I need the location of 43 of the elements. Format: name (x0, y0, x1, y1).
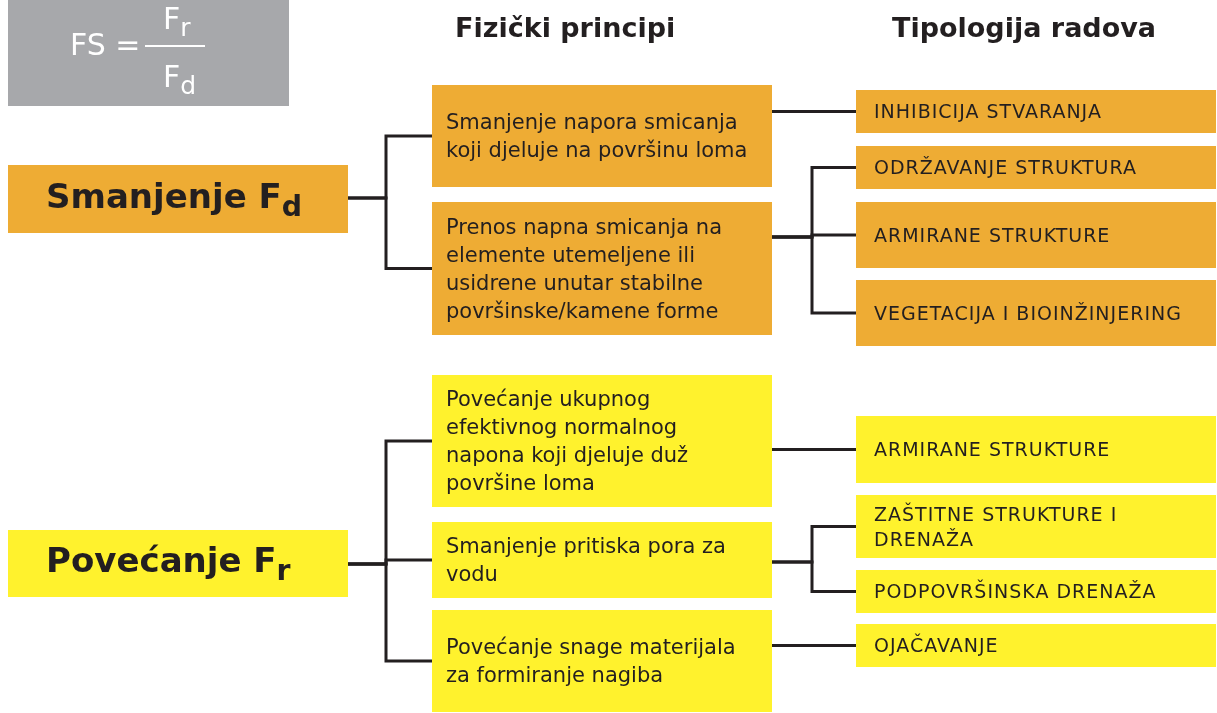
work-type-box (856, 416, 1216, 483)
connector-line (348, 562, 432, 663)
principle-box (432, 522, 772, 598)
work-type-label: INHIBICIJA STVARANJA (873, 99, 1102, 124)
connector-line (772, 560, 856, 593)
connector-line (772, 448, 856, 451)
principle-box (432, 85, 772, 187)
principle-box (432, 375, 772, 507)
work-type-box (856, 570, 1216, 613)
work-type-label: VEGETACIJA I BIOINŽINJERING (873, 300, 1182, 326)
category-label: Povećanje F$_{r}$ (45, 540, 291, 587)
principle-box (432, 202, 772, 335)
category-box (8, 530, 348, 597)
work-type-box (856, 202, 1216, 268)
work-type-label: PODPOVRŠINSKA DRENAŽA (873, 579, 1157, 604)
principle-box (432, 610, 772, 712)
principle-text: Prenos napna smicanja na elemente utemeljene ili usidrene unutar stabilne površinske/kamene forme (445, 213, 724, 325)
principle-text: Smanjenje napora smicanja koji djeluje na površinu loma (445, 109, 749, 164)
work-type-box (856, 495, 1216, 558)
connector-line (772, 235, 856, 315)
work-type-box (856, 280, 1216, 346)
principle-text: Smanjenje pritiska pora za vodu (445, 533, 727, 588)
principle-text: Povećanje ukupnog efektivnog normalnog napona koji djeluje duž površine loma (445, 386, 690, 497)
column-heading: Fizički principi (455, 12, 676, 43)
formula-text: F$_{d}$ (163, 62, 197, 98)
principle-text: Povećanje snage materijala za formiranje nagiba (445, 634, 737, 689)
work-type-label: ARMIRANE STRUKTURE (873, 437, 1111, 462)
work-type-label: ODRŽAVANJE STRUKTURA (873, 155, 1137, 180)
work-type-box (856, 90, 1216, 133)
category-box (8, 165, 348, 233)
work-type-label: ZAŠTITNE STRUKTURE I DRENAŽA (873, 501, 1119, 552)
formula-text: FS = (70, 30, 141, 60)
formula-box (8, 0, 289, 106)
column-heading: Tipologija radova (892, 12, 1157, 43)
category-label: Smanjenje F$_{d}$ (45, 175, 303, 223)
connector-line (348, 196, 432, 270)
connector-line (772, 110, 856, 113)
work-type-box (856, 146, 1216, 189)
work-type-box (856, 624, 1216, 667)
connector-line (772, 644, 856, 647)
formula-text: F$_{r}$ (163, 4, 191, 40)
work-type-label: ARMIRANE STRUKTURE (873, 222, 1111, 248)
work-type-label: OJAČAVANJE (873, 633, 999, 658)
